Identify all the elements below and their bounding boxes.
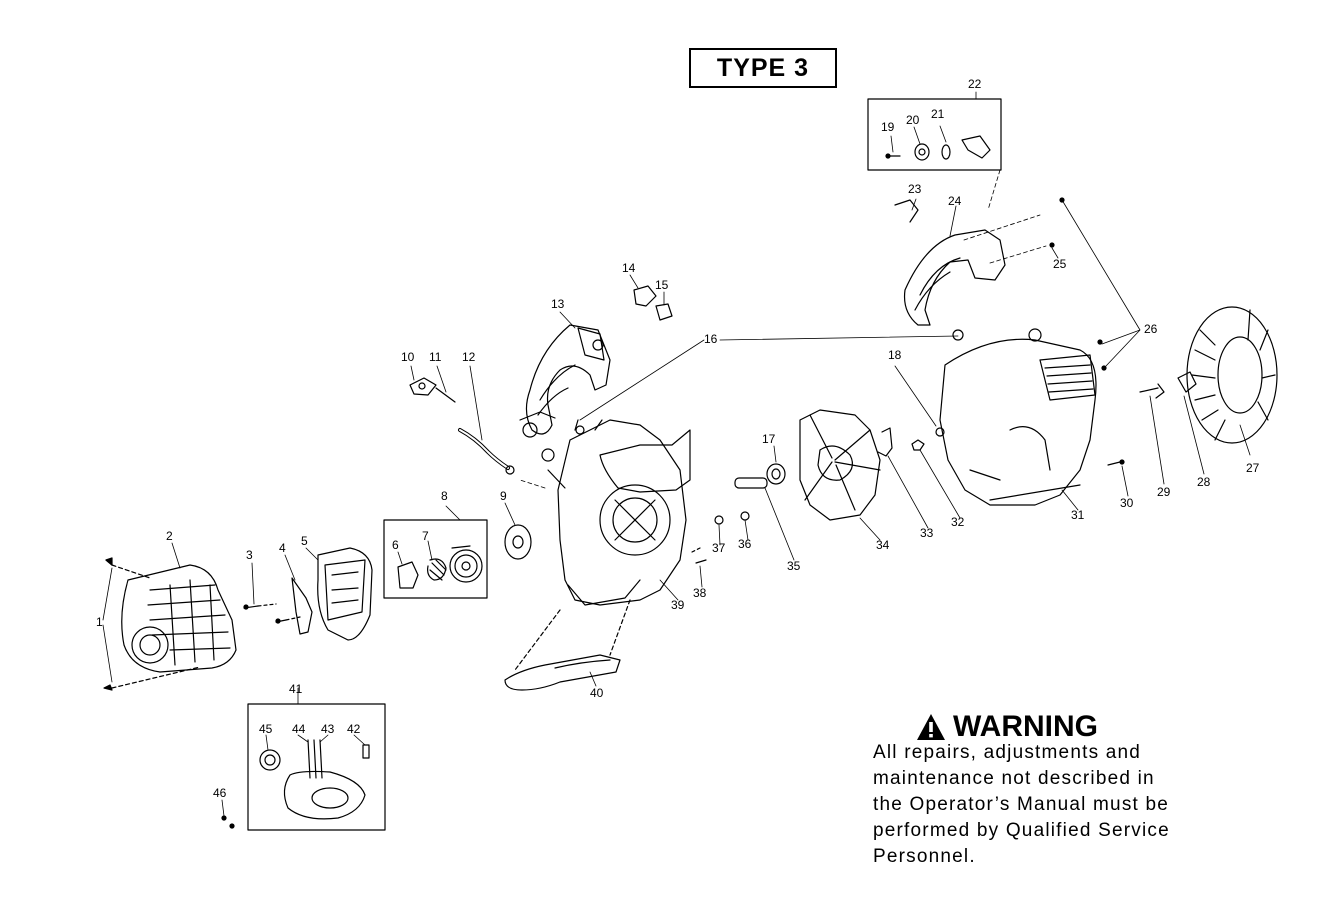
- part-washer-9: [504, 524, 532, 560]
- label-45: 45: [259, 722, 273, 736]
- part-kit-22-items: [885, 135, 991, 161]
- label-42: 42: [347, 722, 361, 736]
- label-23: 23: [908, 182, 922, 196]
- part-lower-handle: [504, 599, 631, 691]
- warning-line: Personnel.: [873, 846, 976, 867]
- kit-box-8: [383, 519, 488, 599]
- label-39: 39: [671, 598, 685, 612]
- label-17: 17: [762, 432, 776, 446]
- part-nut-32: [911, 439, 925, 451]
- label-11: 11: [429, 350, 442, 364]
- part-screws: [1049, 197, 1125, 466]
- leader-lines: [102, 91, 1251, 817]
- label-10: 10: [401, 350, 415, 364]
- label-6: 6: [392, 538, 399, 552]
- label-35: 35: [787, 559, 801, 573]
- part-main-housing: [522, 419, 691, 606]
- label-12: 12: [462, 350, 476, 364]
- warning-line: performed by Qualified Service: [873, 820, 1170, 841]
- label-41: 41: [289, 682, 303, 696]
- warning-line: All repairs, adjustments and: [873, 742, 1142, 763]
- warning-text: All repairs, adjustments and maintenance…: [873, 740, 1170, 870]
- label-18: 18: [888, 348, 902, 362]
- part-filter-plate: [243, 547, 373, 641]
- label-27: 27: [1246, 461, 1260, 475]
- label-37: 37: [712, 541, 726, 555]
- part-air-cover: [103, 557, 237, 691]
- part-top-handle: [519, 324, 611, 435]
- label-43: 43: [321, 722, 335, 736]
- warning-word: WARNING: [953, 710, 1098, 743]
- label-2: 2: [166, 529, 173, 543]
- label-44: 44: [292, 722, 306, 736]
- part-shaft-35: [691, 463, 786, 564]
- label-46: 46: [213, 786, 227, 800]
- label-19: 19: [881, 120, 895, 134]
- label-36: 36: [738, 537, 752, 551]
- warning-line: maintenance not described in: [873, 768, 1155, 789]
- label-3: 3: [246, 548, 253, 562]
- label-30: 30: [1120, 496, 1134, 510]
- label-15: 15: [655, 278, 669, 292]
- label-4: 4: [279, 541, 286, 555]
- label-32: 32: [951, 515, 965, 529]
- part-clip-33: [877, 427, 893, 457]
- label-25: 25: [1053, 257, 1067, 271]
- part-impeller-34: [799, 409, 881, 521]
- part-kit-41-items: [221, 739, 370, 829]
- label-34: 34: [876, 538, 890, 552]
- part-blower-housing: [935, 328, 1097, 506]
- label-38: 38: [693, 586, 707, 600]
- part-fan-cover-27: [1139, 306, 1278, 444]
- label-14: 14: [622, 261, 636, 275]
- part-fuel-line: [409, 377, 515, 475]
- label-9: 9: [500, 489, 507, 503]
- label-26: 26: [1144, 322, 1158, 336]
- part-starter-kit: [397, 545, 483, 589]
- label-33: 33: [920, 526, 934, 540]
- label-13: 13: [551, 297, 565, 311]
- label-24: 24: [948, 194, 962, 208]
- label-20: 20: [906, 113, 920, 127]
- label-8: 8: [441, 489, 448, 503]
- warning-line: the Operator’s Manual must be: [873, 794, 1170, 815]
- label-29: 29: [1157, 485, 1171, 499]
- label-22: 22: [968, 77, 982, 91]
- label-31: 31: [1071, 508, 1085, 522]
- part-cover-24: [894, 199, 1006, 326]
- part-number-labels: 1 2 3 4 5 6 7 8 9 10 11 12 13 14 15 16 1…: [96, 77, 1260, 800]
- label-7: 7: [422, 529, 429, 543]
- label-28: 28: [1197, 475, 1211, 489]
- label-1: 1: [96, 615, 103, 629]
- type-header: TYPE 3: [689, 48, 837, 88]
- warning-title: WARNING: [915, 709, 1098, 745]
- kit-box-22: [867, 98, 1002, 171]
- label-5: 5: [301, 534, 308, 548]
- label-40: 40: [590, 686, 604, 700]
- warning-triangle-icon: [917, 714, 945, 740]
- label-21: 21: [931, 107, 945, 121]
- label-16: 16: [704, 332, 718, 346]
- kit-box-41: [247, 703, 386, 831]
